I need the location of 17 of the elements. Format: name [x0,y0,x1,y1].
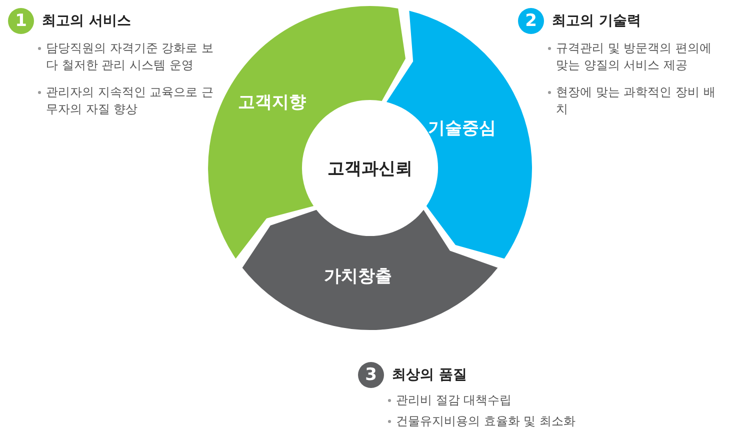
bullet-text: 규격관리 및 방문객의 편의에 맞는 양질의 서비스 제공 [556,40,712,74]
number-badge: 1 [8,8,34,34]
segment-label: 가치창출 [324,266,392,288]
number-badge: 3 [358,362,384,388]
center-label: 고객과신뢰 [328,158,412,180]
segment-label: 기술중심 [428,118,496,140]
bullet-text: 관리자의 지속적인 교육으로 근무자의 자질 향상 [46,84,214,118]
bullet-text: 관리비 절감 대책수립 [396,392,513,409]
bullet-text: 현장에 맞는 과학적인 장비 배치 [556,84,716,118]
callout-heading: 최고의 서비스 [42,12,131,30]
number-badge: 2 [518,8,544,34]
segment-label: 고객지향 [238,92,306,114]
bullet-text: 건물유지비용의 효율화 및 최소화 [396,413,576,430]
arrow-segment [242,210,498,330]
callout-heading: 최고의 기술력 [552,12,641,30]
bullet-text: 담당직원의 자격기준 강화로 보다 철저한 관리 시스템 운영 [46,40,214,74]
callout-heading: 최상의 품질 [392,366,467,384]
